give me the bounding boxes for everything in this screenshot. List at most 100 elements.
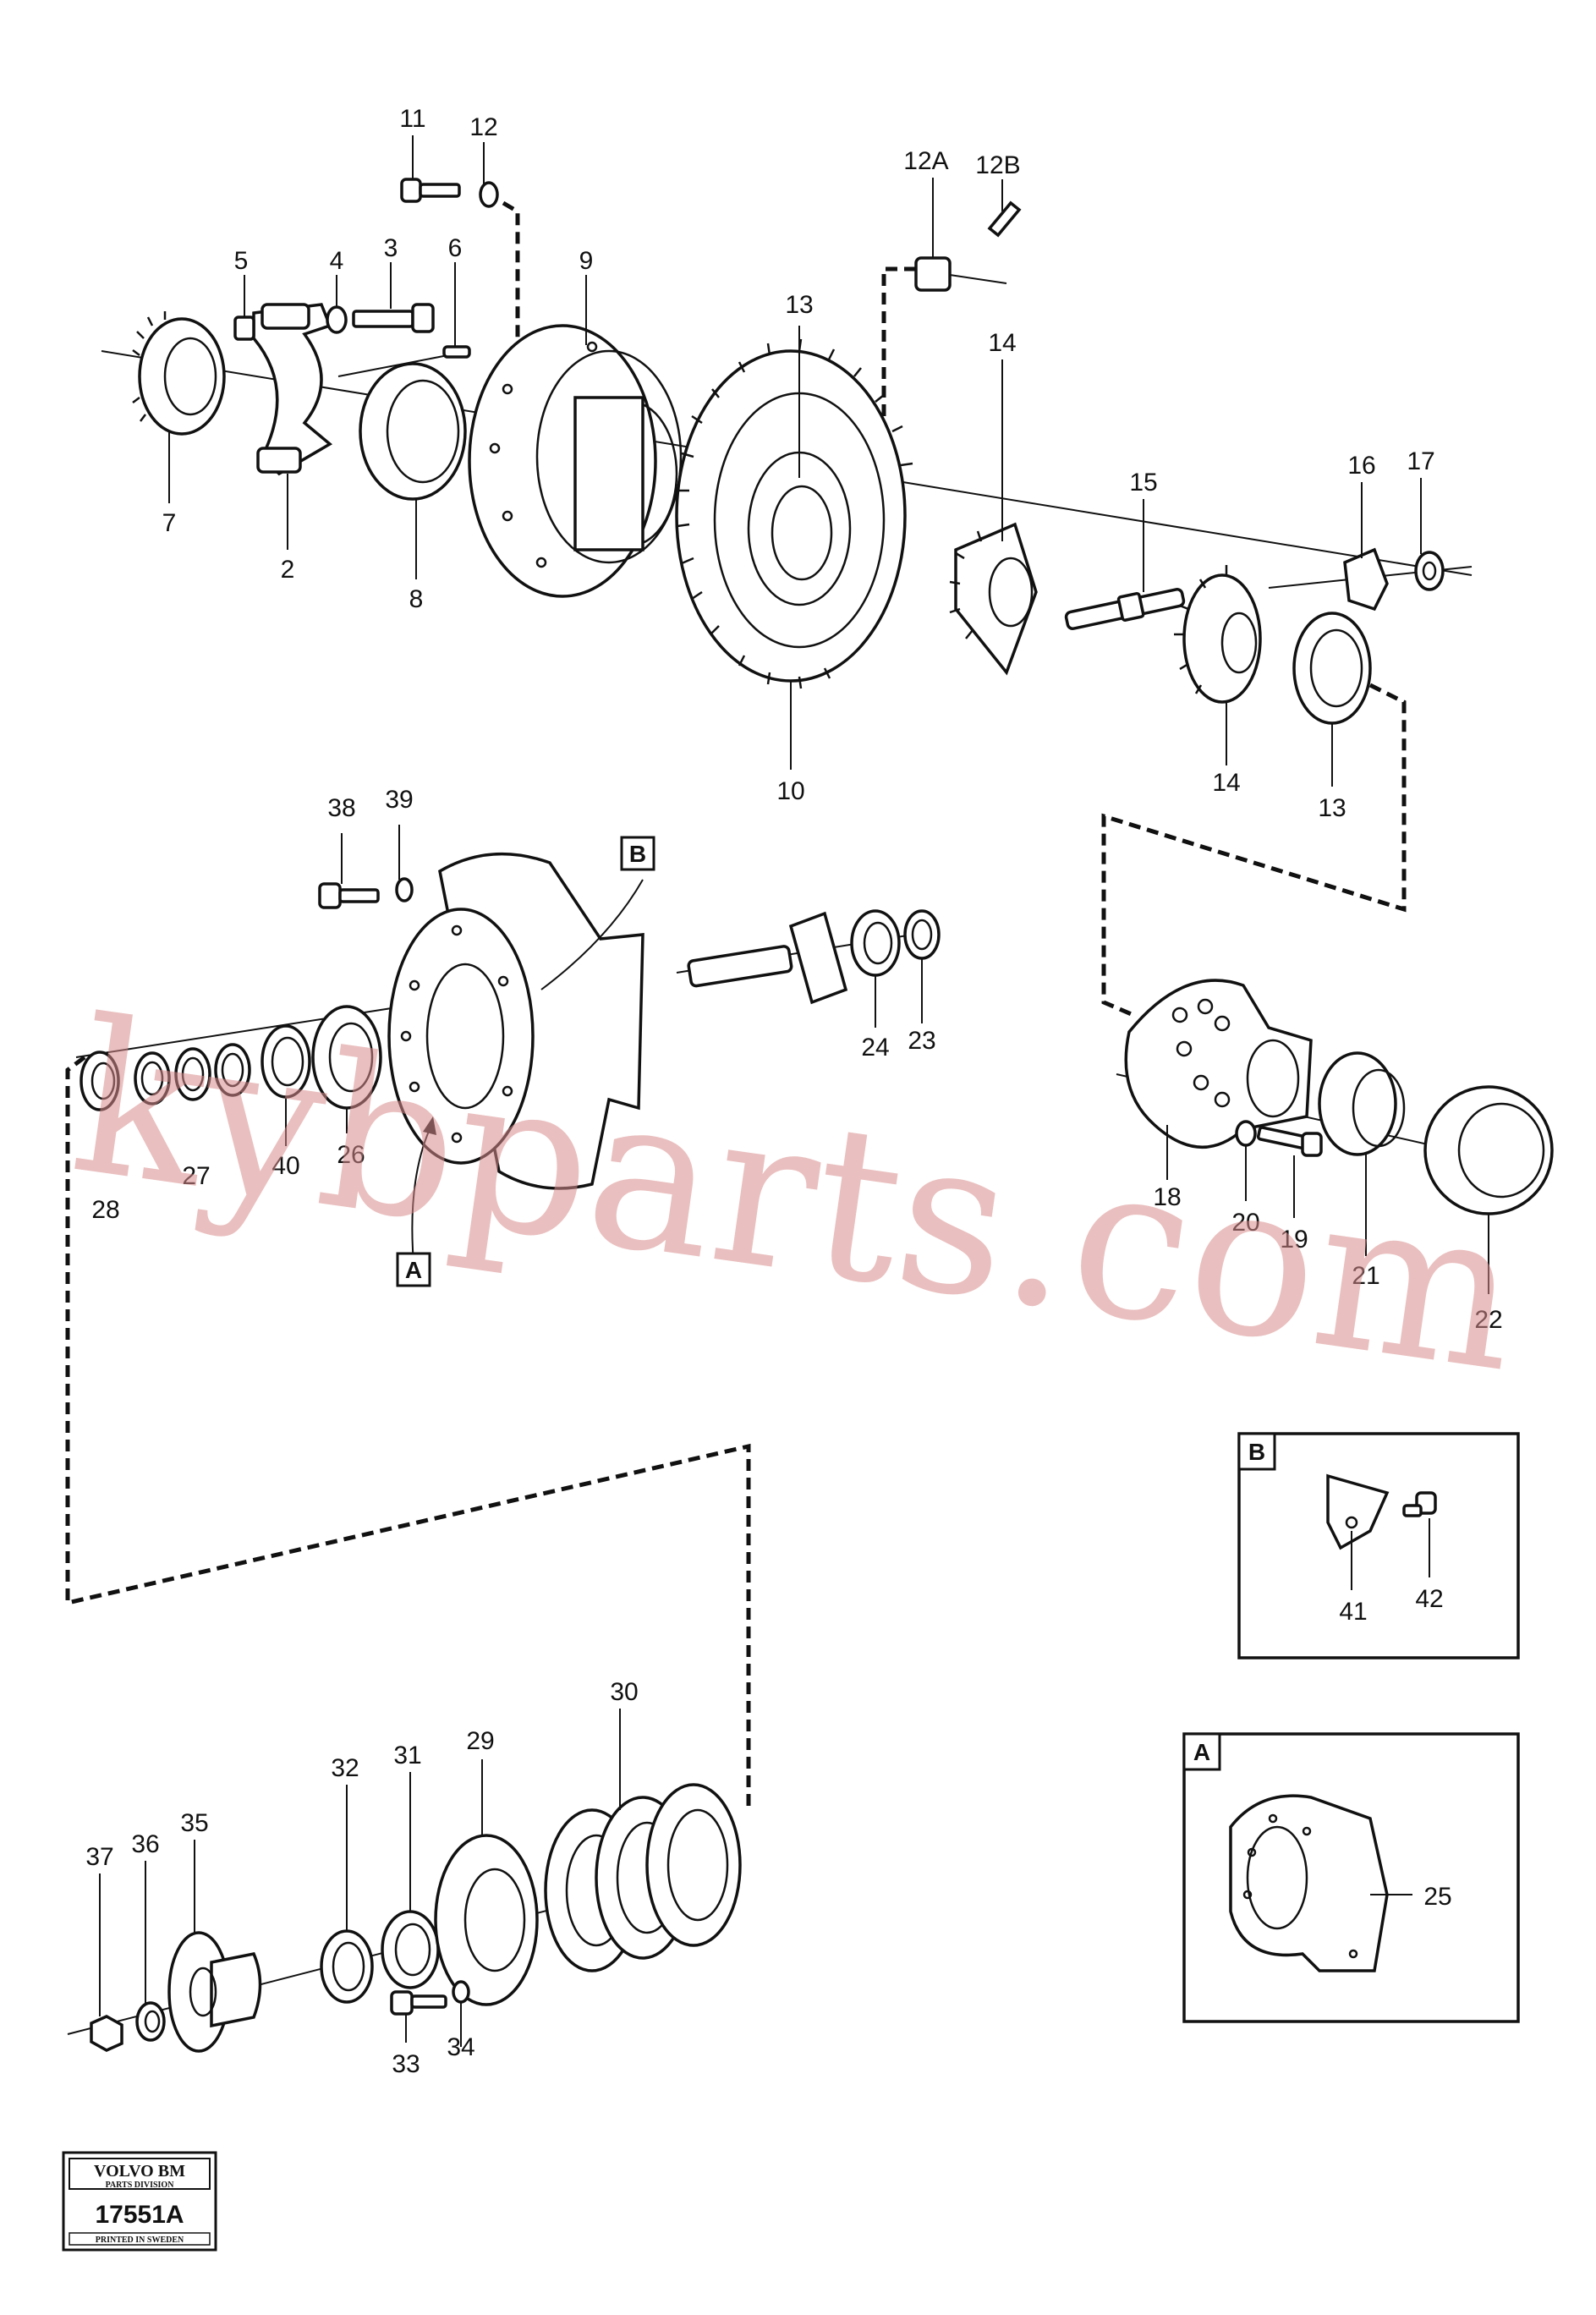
- callout-18: 18: [1153, 1183, 1181, 1211]
- callout-17: 17: [1407, 447, 1434, 475]
- part-5-nut: [233, 315, 255, 341]
- callout-34: 34: [447, 2033, 474, 2061]
- inset-b-title: B: [1248, 1439, 1265, 1465]
- part-10-crown-wheel: [675, 338, 913, 689]
- callout-8: 8: [409, 585, 424, 613]
- volvo-bm-stamp: VOLVO BM PARTS DIVISION 17551A PRINTED I…: [62, 2151, 217, 2252]
- callout-4: 4: [330, 247, 344, 275]
- part-27-shims: [134, 1043, 251, 1105]
- callout-20: 20: [1231, 1209, 1259, 1237]
- callout-30: 30: [610, 1678, 638, 1706]
- part-8-seal-ring: [359, 362, 467, 501]
- part-28-bearing: [80, 1051, 120, 1111]
- callout-23: 23: [908, 1027, 935, 1055]
- callout-12A: 12A: [903, 147, 948, 175]
- inset-a-title: A: [1193, 1739, 1210, 1765]
- part-23-circlip: [903, 909, 941, 960]
- callout-13-lower: 13: [1318, 794, 1346, 822]
- part-19-bolt: [1256, 1126, 1323, 1157]
- part-30-gaskets: [544, 1783, 742, 1972]
- part-38-bolt: [318, 882, 380, 909]
- part-6-pin: [337, 345, 471, 377]
- callout-24: 24: [861, 1034, 889, 1061]
- part-15-spider-shaft: [1064, 588, 1186, 630]
- diff-housing-group: [1116, 979, 1554, 1215]
- callout-31: 31: [393, 1742, 421, 1769]
- part-17-washer: [1414, 551, 1445, 591]
- callout-14-upper: 14: [988, 329, 1016, 357]
- callout-42: 42: [1415, 1585, 1443, 1613]
- leader-b-marker: [540, 879, 644, 990]
- part-24-bearing: [850, 909, 901, 977]
- callout-11: 11: [399, 105, 425, 133]
- callout-27: 27: [182, 1162, 210, 1190]
- callout-39: 39: [385, 786, 413, 814]
- part-14-side-gear-lower: [1174, 565, 1262, 704]
- callout-3: 3: [384, 234, 398, 262]
- middle-assembly: [65, 852, 941, 1810]
- callout-33: 33: [392, 2050, 420, 2078]
- stamp-brand: VOLVO BM: [94, 2162, 185, 2181]
- part-37-nut: [90, 2015, 123, 2052]
- part-12B-cotter-pin: [987, 200, 1022, 238]
- stamp-number: 17551A: [95, 2201, 184, 2229]
- callout-35: 35: [180, 1809, 208, 1837]
- arrowhead-a: [423, 1116, 436, 1135]
- part-21-bearing-cone: [1318, 1051, 1406, 1156]
- part-39-washer: [395, 877, 414, 902]
- detail-ref-a: A: [396, 1252, 431, 1287]
- callout-26: 26: [337, 1141, 365, 1169]
- callout-32: 32: [331, 1754, 359, 1782]
- part-29-cover-flange: [434, 1834, 539, 2006]
- part-13-thrust-washer-lower: [1292, 612, 1372, 725]
- inset-a: [1182, 1732, 1520, 2023]
- part-18-differential-case: [1124, 979, 1313, 1149]
- callout-12: 12: [469, 113, 497, 141]
- callout-25: 25: [1423, 1883, 1451, 1911]
- callout-14-lower: 14: [1212, 769, 1240, 797]
- callout-6: 6: [448, 234, 463, 262]
- marker-a-label: A: [405, 1257, 422, 1283]
- stamp-footer: PRINTED IN SWEDEN: [96, 2235, 184, 2245]
- stamp-division: PARTS DIVISION: [106, 2181, 175, 2190]
- part-34-washer: [452, 1980, 470, 2004]
- callout-labels: 11 12 12A 12B 5 4 3 6 9 13 14 15 16 17 7…: [85, 105, 1502, 2078]
- part-31-bearing: [381, 1910, 440, 1989]
- callout-16: 16: [1347, 452, 1375, 480]
- detail-ref-b: B: [620, 836, 655, 871]
- part-16-small-pinion: [1343, 547, 1389, 612]
- callout-19: 19: [1280, 1226, 1308, 1254]
- part-35-flange-yoke: [167, 1931, 262, 2053]
- inset-b: [1237, 1432, 1520, 1659]
- part-42-screw: [1402, 1491, 1437, 1517]
- part-2-bearing-cap: [252, 303, 333, 476]
- part-40-ring: [261, 1024, 311, 1099]
- part-housing: [387, 852, 644, 1190]
- callout-10: 10: [776, 777, 804, 805]
- top-assembly: [101, 178, 1473, 1018]
- part-7-bearing-cone: [132, 311, 226, 436]
- part-12-washer: [479, 181, 499, 208]
- callout-36: 36: [131, 1830, 159, 1858]
- part-3-bolt: [352, 303, 435, 333]
- callout-7: 7: [162, 509, 177, 537]
- callout-40: 40: [271, 1152, 299, 1180]
- callout-29: 29: [466, 1727, 494, 1755]
- part-14-planet-gear-upper: [949, 522, 1038, 676]
- callout-5: 5: [234, 247, 249, 275]
- callout-37: 37: [85, 1843, 113, 1871]
- bottom-assembly: [67, 1783, 742, 2053]
- callout-41: 41: [1339, 1598, 1367, 1626]
- callout-28: 28: [91, 1196, 119, 1224]
- callout-22: 22: [1474, 1306, 1502, 1334]
- callout-leaders: [99, 135, 1489, 2047]
- marker-b-label: B: [629, 841, 646, 867]
- part-4-washer: [326, 305, 348, 334]
- dashed-link-13-to-18: [1101, 683, 1407, 1018]
- callout-2: 2: [281, 556, 295, 584]
- part-41-bracket: [1326, 1473, 1390, 1550]
- callout-21: 21: [1352, 1262, 1379, 1290]
- callout-38: 38: [327, 794, 355, 822]
